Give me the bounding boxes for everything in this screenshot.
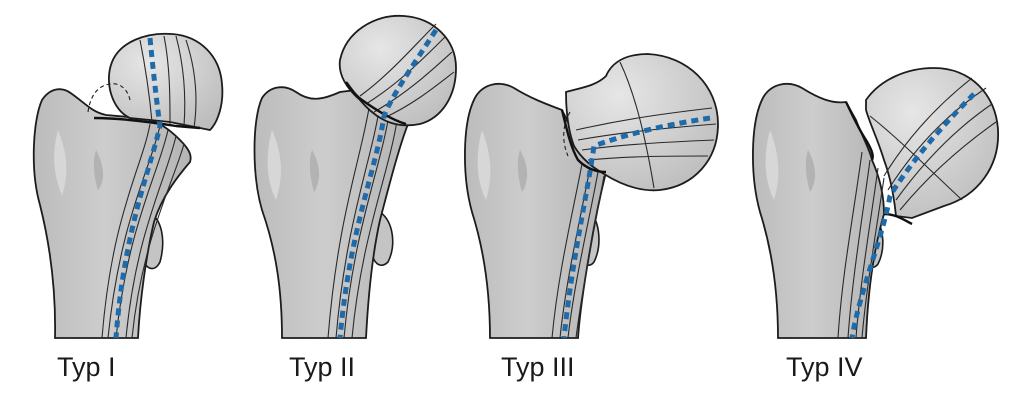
label-typ-4: Typ IV <box>786 352 863 382</box>
highlight <box>477 130 491 200</box>
label-typ-1: Typ I <box>57 352 116 382</box>
label-typ-3: Typ III <box>501 352 575 382</box>
fracture-line <box>560 109 607 174</box>
head-lines <box>139 35 197 129</box>
panel-typ-1 <box>32 32 224 339</box>
shadow <box>805 150 816 192</box>
fracture-line <box>345 81 407 126</box>
femur-body <box>253 86 410 339</box>
shadow <box>93 150 104 190</box>
head-lines <box>575 61 717 189</box>
fracture-line <box>93 116 201 130</box>
femoral-head <box>108 32 224 131</box>
shadow <box>517 150 528 192</box>
label-typ-2: Typ II <box>289 352 356 382</box>
femur-body <box>32 88 192 339</box>
panel-typ-2 <box>253 15 457 339</box>
retinacular-vessel <box>113 37 163 339</box>
previous-head-outline <box>87 83 131 113</box>
highlight <box>267 130 281 200</box>
femur-body <box>752 82 885 339</box>
highlight <box>54 130 67 196</box>
trabecular-lines <box>551 163 605 339</box>
previous-head-outline <box>563 111 571 157</box>
highlight <box>765 130 779 200</box>
shadow <box>309 150 320 192</box>
fracture-line <box>844 101 874 161</box>
retinacular-vessel <box>849 92 976 339</box>
panel-typ-4 <box>752 67 999 339</box>
trabecular-lines <box>837 151 885 339</box>
trabecular-lines <box>327 101 399 339</box>
panel-typ-3 <box>464 53 719 339</box>
retinacular-vessel <box>561 115 711 339</box>
